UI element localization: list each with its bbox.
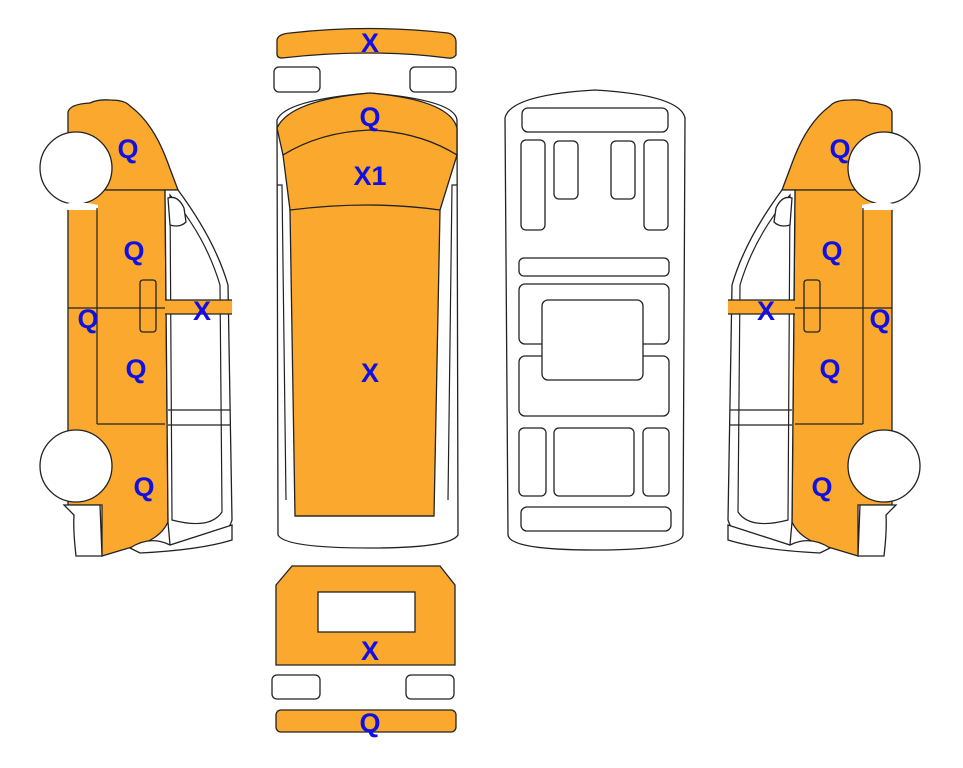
- label-rear-bumper: Q: [359, 708, 380, 738]
- label-front-bumper: X: [361, 28, 379, 58]
- label-right-front-door: Q: [821, 236, 842, 266]
- top-view: [273, 27, 459, 549]
- label-right-window-bar: X: [757, 296, 775, 326]
- underbody-view: [504, 89, 686, 551]
- label-left-front-door: Q: [123, 236, 144, 266]
- label-left-front-fender: Q: [117, 134, 138, 164]
- label-left-rear-quarter: Q: [133, 472, 154, 502]
- label-right-side-skirt: Q: [869, 304, 890, 334]
- label-hood: Q: [359, 102, 380, 132]
- label-windshield: X1: [353, 161, 386, 191]
- damage-labels: X Q X1 X Q Q Q X Q Q Q Q X Q Q Q X Q: [77, 28, 890, 738]
- label-right-rear-quarter: Q: [811, 472, 832, 502]
- label-right-front-fender: Q: [829, 134, 850, 164]
- label-roof: X: [361, 358, 379, 388]
- label-tailgate: X: [361, 636, 379, 666]
- label-right-rear-door: Q: [819, 354, 840, 384]
- label-left-rear-door: Q: [125, 354, 146, 384]
- label-left-side-skirt: Q: [77, 304, 98, 334]
- label-left-window-bar: X: [193, 296, 211, 326]
- rear-view: [271, 565, 457, 733]
